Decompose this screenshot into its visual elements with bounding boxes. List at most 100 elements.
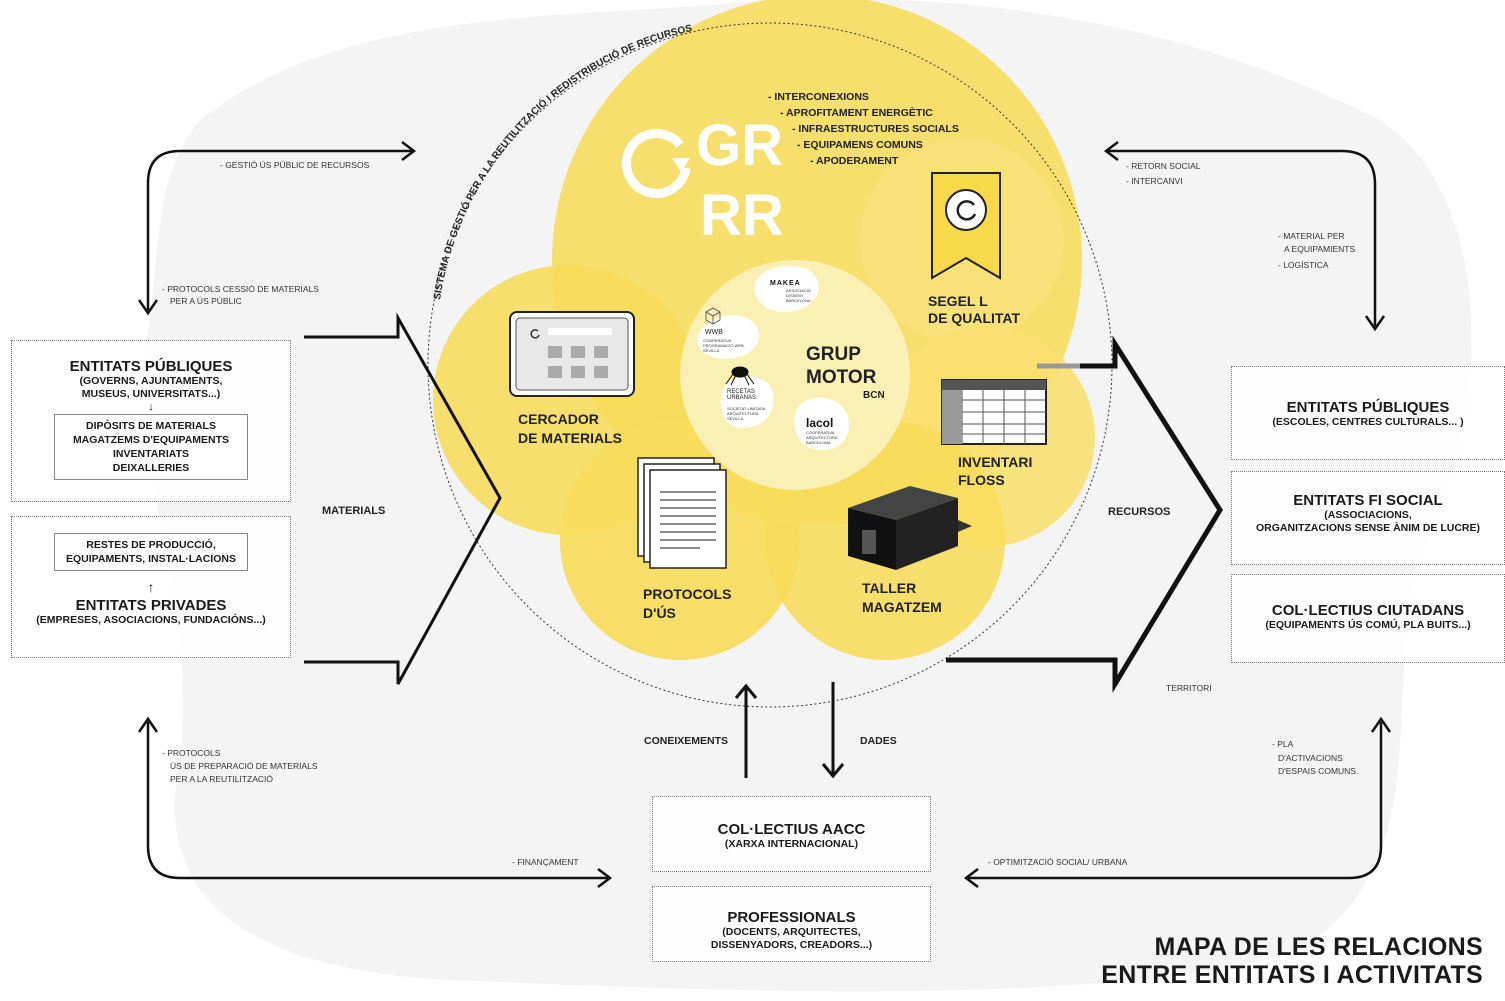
svg-text:D'ÚS: D'ÚS: [643, 604, 676, 621]
svg-text:BCN: BCN: [863, 390, 885, 401]
svg-text:- PROTOCOLS: - PROTOCOLS: [162, 748, 221, 758]
svg-text:SEVILLA: SEVILLA: [727, 416, 744, 421]
svg-text:D'ACTIVACIONS: D'ACTIVACIONS: [1278, 753, 1343, 763]
svg-text:DE QUALITAT: DE QUALITAT: [928, 310, 1020, 326]
left-public-arrow: ↓: [148, 401, 154, 413]
aacc-title: COL·LECTIUS AACC: [717, 821, 866, 838]
left-private-sub: (EMPRESES, ASOCIACIONS, FUNDACIÓNS...): [36, 614, 266, 626]
svg-text:COOPERATIVA: COOPERATIVA: [806, 430, 835, 435]
svg-text:DISSENY: DISSENY: [786, 293, 804, 298]
svg-text:MAGATZEM: MAGATZEM: [862, 599, 942, 615]
search-materials-icon: [509, 311, 635, 397]
right-collectives-title: COL·LECTIUS CIUTADANS: [1271, 602, 1465, 619]
taller-label: TALLER MAGATZEM: [862, 580, 942, 615]
svg-text:WWB: WWB: [705, 329, 723, 336]
svg-text:ARQUITECTURA: ARQUITECTURA: [727, 411, 759, 416]
svg-text:ASSOCIACIÓ: ASSOCIACIÓ: [786, 288, 811, 293]
map-title-line1: MAPA DE LES RELACIONS: [1154, 933, 1483, 961]
svg-text:- MATERIAL PER: - MATERIAL PER: [1278, 231, 1345, 241]
svg-text:lacol: lacol: [806, 416, 833, 430]
svg-text:RECETAS: RECETAS: [727, 389, 755, 395]
svg-text:INVENTARI: INVENTARI: [958, 454, 1032, 470]
partner-makea: MAKEA ASSOCIACIÓ DISSENY BARCELONA: [754, 265, 819, 313]
dades-label: DADES: [860, 735, 897, 747]
svg-text:FLOSS: FLOSS: [958, 472, 1005, 488]
right-social-title: ENTITATS FI SOCIAL: [1293, 492, 1443, 509]
svg-text:PER A LA REUTILITZACIÓ: PER A LA REUTILITZACIÓ: [170, 774, 273, 784]
coneixements-label: CONEIXEMENTS: [644, 735, 728, 747]
left-private-entities-box: RESTES DE PRODUCCIÓ, EQUIPAMENTS, INSTAL…: [11, 516, 291, 658]
svg-text:- FINANÇAMENT: - FINANÇAMENT: [512, 857, 579, 867]
materials-arrow: [304, 312, 502, 685]
professionals-title: PROFESSIONALS: [727, 909, 856, 926]
map-title-line2: ENTRE ENTITATS I ACTIVITATS: [1101, 961, 1483, 989]
inner-line: DIPÒSITS DE MATERIALS: [86, 420, 216, 432]
right-public-title: ENTITATS PÚBLIQUES: [1286, 399, 1450, 416]
svg-text:- LOGÍSTICA: - LOGÍSTICA: [1278, 260, 1329, 270]
svg-text:- PLA: - PLA: [1272, 739, 1294, 749]
cercador-label: CERCADOR DE MATERIALS: [518, 411, 622, 446]
right-social-sub1: (ASSOCIACIONS,: [1324, 509, 1412, 521]
svg-text:GR: GR: [696, 113, 783, 178]
left-public-inner: DIPÒSITS DE MATERIALS MAGATZEMS D'EQUIPA…: [54, 414, 248, 480]
svg-text:- EQUIPAMENS COMUNS: - EQUIPAMENS COMUNS: [797, 139, 923, 151]
loop-notes: - GESTIÓ ÚS PÚBLIC DE RECURSOS - PROTOCO…: [162, 160, 1358, 867]
svg-text:- GESTIÓ ÚS PÚBLIC DE RECURSOS: - GESTIÓ ÚS PÚBLIC DE RECURSOS: [220, 160, 370, 170]
protocols-label: PROTOCOLS D'ÚS: [643, 586, 731, 621]
svg-text:URBANAS: URBANAS: [727, 395, 756, 401]
svg-text:ÚS DE PREPARACIÓ DE MATERIALS: ÚS DE PREPARACIÓ DE MATERIALS: [170, 761, 318, 771]
professionals-sub2: DISSENYADORS, CREADORS...): [710, 939, 873, 951]
inventari-label: INVENTARI FLOSS: [958, 454, 1032, 488]
right-public-sub: (ESCOLES, CENTRES CULTURALS... ): [1272, 416, 1464, 428]
left-public-sub2: MUSEUS, UNIVERSITATS...): [81, 388, 221, 400]
left-private-inner: RESTES DE PRODUCCIÓ, EQUIPAMENTS, INSTAL…: [54, 533, 248, 571]
svg-text:- INTERCONEXIONS: - INTERCONEXIONS: [768, 91, 869, 103]
right-citizen-collectives-box: COL·LECTIUS CIUTADANS (EQUIPAMENTS ÚS CO…: [1231, 574, 1505, 663]
svg-text:- PROTOCOLS CESSIÓ DE MATERIAL: - PROTOCOLS CESSIÓ DE MATERIALS: [162, 284, 319, 294]
svg-text:- OPTIMITZACIÓ SOCIAL/ URBANA: - OPTIMITZACIÓ SOCIAL/ URBANA: [988, 857, 1128, 867]
svg-text:SEVILLA: SEVILLA: [703, 348, 720, 353]
left-private-arrow: ↑: [147, 579, 155, 595]
svg-text:ARQUITECTURA: ARQUITECTURA: [806, 435, 838, 440]
svg-text:D'ESPAIS COMUNS.: D'ESPAIS COMUNS.: [1278, 766, 1358, 776]
svg-text:A EQUIPAMIENTS: A EQUIPAMIENTS: [1284, 244, 1355, 254]
loop-bottom-left: [137, 716, 613, 888]
loop-top-left: [137, 141, 417, 316]
grup-motor-label: GRUP MOTOR BCN: [806, 344, 885, 401]
bottom-aacc-box: COL·LECTIUS AACC (XARXA INTERNACIONAL): [652, 796, 931, 872]
svg-text:- INTERCANVI: - INTERCANVI: [1126, 176, 1183, 186]
svg-text:- APODERAMENT: - APODERAMENT: [810, 155, 899, 167]
left-public-title: ENTITATS PÚBLIQUES: [69, 358, 233, 375]
svg-text:MOTOR: MOTOR: [806, 367, 877, 388]
loop-top-right: [1103, 141, 1386, 332]
spider-icon: [725, 366, 755, 386]
svg-text:BARCELONA: BARCELONA: [806, 440, 831, 445]
left-public-entities-box: ENTITATS PÚBLIQUES (GOVERNS, AJUNTAMENTS…: [11, 340, 291, 502]
inventory-table-icon: [941, 379, 1047, 445]
materials-label: MATERIALS: [322, 505, 385, 517]
svg-text:GRUP: GRUP: [806, 344, 861, 365]
left-public-sub1: (GOVERNS, AJUNTAMENTS,: [79, 375, 223, 387]
svg-text:CERCADOR: CERCADOR: [518, 411, 599, 427]
inner-line: RESTES DE PRODUCCIÓ,: [86, 539, 216, 551]
right-social-sub2: ORGANITZACIONS SENSE ÀNIM DE LUCRE): [1255, 522, 1480, 534]
svg-text:MAKEA: MAKEA: [770, 280, 801, 287]
recursos-arrow: [946, 335, 1223, 693]
right-social-entities-box: ENTITATS FI SOCIAL (ASSOCIACIONS, ORGANI…: [1231, 471, 1505, 565]
grrr-logo: GR RR: [621, 113, 784, 248]
professionals-sub1: (DOCENTS, ARQUITECTES,: [722, 926, 861, 938]
segell-label: SEGEL L DE QUALITAT: [928, 293, 1020, 326]
svg-text:PROTOCOLS: PROTOCOLS: [643, 586, 731, 602]
document-stack-icon: [637, 457, 727, 569]
warehouse-icon: [848, 486, 972, 570]
partner-lacol: lacol COOPERATIVA ARQUITECTURA BARCELONA: [794, 397, 849, 450]
svg-text:- INFRAESTRUCTURES SOCIALS: - INFRAESTRUCTURES SOCIALS: [792, 123, 959, 135]
inner-line: DEIXALLERIES: [112, 462, 190, 474]
partner-wwb: WWB COOPERATIVA PROGRAMACIÓ WEB SEVILLA: [697, 307, 759, 359]
svg-text:SEGEL L: SEGEL L: [928, 293, 988, 309]
svg-text:DE MATERIALS: DE MATERIALS: [518, 430, 622, 446]
svg-text:COOPERATIVA: COOPERATIVA: [703, 338, 732, 343]
right-collectives-sub: (EQUIPAMENTS ÚS COMÚ, PLA BUITS...): [1265, 619, 1471, 631]
svg-text:BARCELONA: BARCELONA: [786, 298, 811, 303]
bottom-professionals-box: PROFESSIONALS (DOCENTS, ARQUITECTES, DIS…: [652, 886, 931, 962]
